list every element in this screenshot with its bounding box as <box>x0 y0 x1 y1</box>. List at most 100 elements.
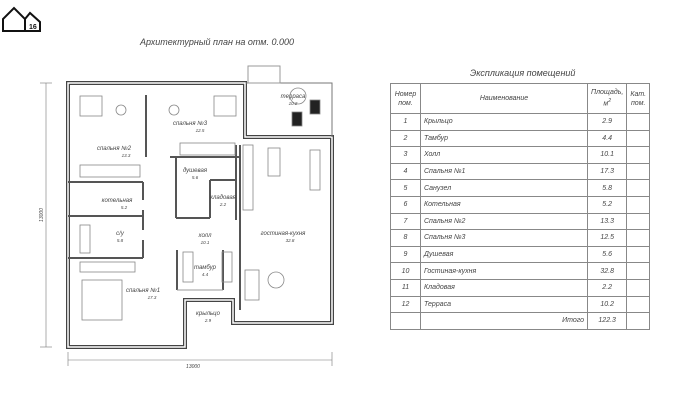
table-header-row: Номер пом. Наименование Площадь, м2 Кат.… <box>390 83 651 114</box>
header-area-label: Площадь, м <box>591 89 624 108</box>
row-number: 7 <box>390 212 421 231</box>
room-label-bedroom-1: спальня №1 <box>126 287 160 294</box>
row-name: Душевая <box>420 245 588 264</box>
row-category <box>626 179 651 197</box>
row-category <box>626 245 651 264</box>
row-number: 12 <box>390 295 421 314</box>
room-label-bathroom: с/у <box>116 231 125 237</box>
row-area: 32.8 <box>586 262 628 280</box>
row-area: 4.4 <box>586 129 628 148</box>
row-category <box>626 162 651 181</box>
lounger-icon <box>291 111 303 127</box>
row-category <box>626 195 651 214</box>
row-category <box>626 278 651 297</box>
room-label-porch: крыльцо <box>196 311 221 317</box>
dining-table-icon <box>267 147 281 177</box>
room-area-living-kitchen: 32.8 <box>286 238 295 243</box>
bathtub-icon <box>79 224 91 254</box>
plan-title: Архитектурный план на отм. 0.000 <box>140 37 294 47</box>
terrace-table-icon <box>289 87 307 105</box>
row-name: Санузел <box>420 179 588 197</box>
row-number: 6 <box>390 195 421 214</box>
header-name: Наименование <box>420 83 588 114</box>
row-area: 13.3 <box>586 212 628 231</box>
total-area: 122.3 <box>586 312 628 330</box>
row-name: Котельная <box>420 195 588 214</box>
row-category <box>626 229 651 247</box>
shelf-icon <box>221 251 233 283</box>
coffee-table-icon <box>267 271 285 289</box>
room-label-bedroom-2: спальня №2 <box>97 145 132 152</box>
dimension-bottom: 13000 <box>186 364 200 370</box>
house-icon <box>2 6 26 32</box>
room-area-terrace: 10.2 <box>289 101 298 106</box>
dimension-lines <box>40 82 333 366</box>
room-area-bathroom: 5.8 <box>117 238 124 243</box>
room-label-storage: кладовая <box>210 195 237 201</box>
furniture <box>79 87 321 321</box>
row-area: 5.2 <box>586 195 628 214</box>
row-name: Спальня №3 <box>420 229 588 247</box>
row-number: 4 <box>390 162 421 181</box>
row-area: 5.8 <box>586 179 628 197</box>
row-name: Спальня №1 <box>420 162 588 181</box>
lounger-icon <box>309 99 321 115</box>
row-number: 1 <box>390 113 421 131</box>
row-number: 5 <box>390 179 421 197</box>
row-category <box>626 113 651 131</box>
room-area-shower: 5.6 <box>192 175 199 180</box>
row-area: 2.9 <box>586 113 628 131</box>
wardrobe-icon <box>79 164 141 178</box>
room-area-porch: 2.9 <box>204 318 212 323</box>
explication-table: Номер пом. Наименование Площадь, м2 Кат.… <box>390 83 651 330</box>
room-area-storage: 2.2 <box>219 202 227 207</box>
row-area: 5.6 <box>586 245 628 264</box>
table-total-row: Итого 122.3 <box>390 312 651 330</box>
room-label-vestibule: тамбур <box>194 265 217 271</box>
total-label: Итого <box>420 312 588 330</box>
wardrobe-icon <box>179 142 236 156</box>
bed-icon <box>79 95 103 117</box>
row-name: Спальня №2 <box>420 212 588 231</box>
header-category: Кат. пом. <box>626 83 651 114</box>
room-area-boiler: 5.2 <box>121 205 128 210</box>
row-area: 12.5 <box>586 229 628 247</box>
row-area: 10.1 <box>586 146 628 164</box>
row-area: 17.3 <box>586 162 628 181</box>
room-label-boiler: котельная <box>102 198 133 204</box>
room-label-terrace: терраса <box>281 94 306 100</box>
row-category <box>626 146 651 164</box>
room-area-bedroom-3: 12.5 <box>196 128 205 133</box>
row-name: Тамбур <box>420 129 588 148</box>
row-number: 3 <box>390 146 421 164</box>
header-number: Номер пом. <box>390 83 421 114</box>
room-area-bedroom-2: 13.3 <box>122 153 131 158</box>
bed-icon <box>213 95 237 117</box>
room-area-hall: 10.1 <box>201 240 210 245</box>
room-label-shower: душевая <box>183 168 208 174</box>
total-num-cell <box>390 312 421 330</box>
chair-icon <box>168 104 180 116</box>
house-icon-small <box>24 11 41 32</box>
logo-text: 16 <box>29 24 37 31</box>
row-number: 10 <box>390 262 421 280</box>
total-cat-cell <box>626 312 651 330</box>
floor-plan: терраса 10.2 спальня №3 12.5 спальня №2 … <box>39 65 334 370</box>
room-area-bedroom-1: 17.3 <box>148 295 157 300</box>
shelf-icon <box>182 251 194 283</box>
wardrobe-icon <box>79 261 136 273</box>
row-name: Кладовая <box>420 278 588 297</box>
chair-icon <box>115 104 127 116</box>
row-category <box>626 295 651 314</box>
